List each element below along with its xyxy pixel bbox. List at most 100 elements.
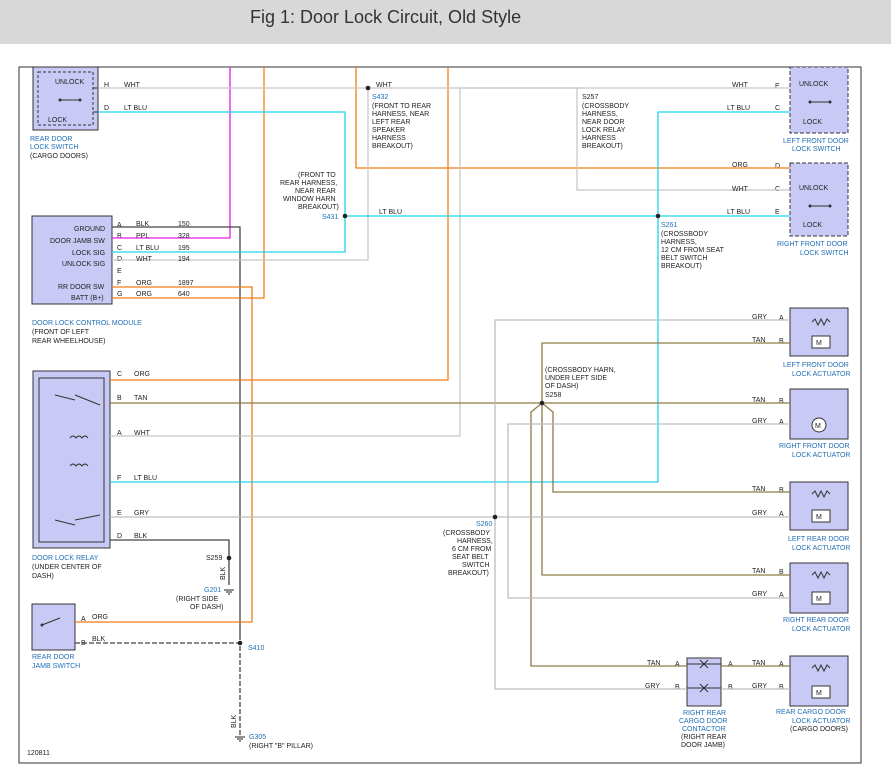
svg-text:HARNESS, NEAR: HARNESS, NEAR: [372, 111, 429, 118]
label-circuit-1897: 1897: [178, 280, 194, 287]
svg-text:BREAKOUT): BREAKOUT): [298, 204, 339, 211]
lr-act-pin-a: A: [779, 511, 784, 518]
rear-switch-pin-d: D: [104, 105, 109, 112]
figure-title: Fig 1: Door Lock Circuit, Old Style: [250, 7, 522, 27]
svg-text:WINDOW HARN: WINDOW HARN: [283, 196, 336, 203]
svg-text:HARNESS: HARNESS: [372, 135, 406, 142]
ground-g305-label: G305 (RIGHT "B" PILLAR): [249, 734, 313, 750]
module-pin-c: C: [117, 245, 122, 252]
cargo-act-note: (CARGO DOORS): [790, 726, 848, 733]
label-wht-lf: WHT: [732, 82, 749, 89]
label-org-jamb: ORG: [92, 614, 108, 621]
svg-text:(CROSSBODY: (CROSSBODY: [443, 530, 490, 537]
lf-switch-pin-e: E: [775, 83, 780, 90]
relay-pin-b: B: [117, 395, 122, 402]
label-ppl-328: PPL: [136, 233, 149, 240]
label-tan-rf: TAN: [752, 397, 765, 404]
contactor-name1: RIGHT REAR: [683, 710, 726, 717]
svg-text:12 CM FROM SEAT: 12 CM FROM SEAT: [661, 247, 725, 254]
svg-text:SWITCH: SWITCH: [462, 562, 490, 569]
svg-text:BREAKOUT): BREAKOUT): [661, 263, 702, 270]
rr-act-name1: RIGHT REAR DOOR: [783, 617, 849, 624]
door-lock-control-module: GROUND DOOR JAMB SW LOCK SIG UNLOCK SIG …: [31, 215, 142, 345]
contactor-name3: CONTACTOR: [682, 726, 726, 733]
svg-text:LOCK RELAY: LOCK RELAY: [582, 127, 626, 134]
rear-door-lock-switch: UNLOCK LOCK H D REAR DOOR LOCK SWITCH (C…: [30, 66, 109, 160]
svg-text:(RIGHT SIDE: (RIGHT SIDE: [176, 596, 219, 603]
label-wht-s432: WHT: [376, 82, 393, 89]
label-blk-jamb: BLK: [92, 636, 106, 643]
svg-text:HARNESS,: HARNESS,: [661, 239, 697, 246]
label-gry-cargo: GRY: [752, 683, 767, 690]
wire-gry-lf: [494, 319, 790, 517]
module-name: DOOR LOCK CONTROL MODULE: [32, 320, 142, 327]
ground-g201-label: G201 (RIGHT SIDE OF DASH): [176, 587, 223, 611]
svg-text:6 CM FROM: 6 CM FROM: [452, 546, 491, 553]
label-ltblu-relay-f: LT BLU: [134, 475, 157, 482]
s258-id: S258: [545, 392, 561, 399]
relay-pin-a: A: [117, 430, 122, 437]
g201-id: G201: [204, 587, 221, 594]
left-front-door-lock-switch: UNLOCK LOCK E C LEFT FRONT DOOR LOCK SWI…: [775, 66, 849, 153]
rr-act-pin-a: A: [779, 592, 784, 599]
label-ltblu-d: LT BLU: [124, 105, 147, 112]
splice-s260-label: S260 (CROSSBODY HARNESS, 6 CM FROM SEAT …: [443, 521, 493, 577]
lf-act-pin-a: A: [779, 315, 784, 322]
label-org-1897: ORG: [136, 280, 152, 287]
label-circuit-195: 195: [178, 245, 190, 252]
svg-text:(CROSSBODY: (CROSSBODY: [661, 231, 708, 238]
left-rear-lock-actuator: M B A LEFT REAR DOOR LOCK ACTUATOR: [779, 481, 850, 552]
label-blk-vertical-g305: BLK: [231, 714, 238, 728]
label-tan-relay-b: TAN: [134, 395, 147, 402]
module-row-lock: LOCK SIG: [72, 250, 105, 257]
contactor-note2: DOOR JAMB): [681, 742, 725, 749]
s258-dot: [539, 400, 545, 406]
label-ltblu-195: LT BLU: [136, 245, 159, 252]
svg-text:M: M: [816, 340, 822, 347]
rear-switch-pin-h: H: [104, 82, 109, 89]
lf-switch-name2: LOCK SWITCH: [792, 146, 841, 153]
rf-act-name1: RIGHT FRONT DOOR: [779, 443, 850, 450]
wire-wht-rf: [576, 88, 790, 191]
contactor-pin-left-a: A: [675, 661, 680, 668]
wire-blk-relay-d: [110, 539, 230, 585]
module-pin-a: A: [117, 222, 122, 229]
module-row-rrdoor: RR DOOR SW: [58, 284, 105, 291]
relay-note1: (UNDER CENTER OF: [32, 564, 102, 571]
label-org-640: ORG: [136, 291, 152, 298]
rr-act-pin-b: B: [779, 569, 784, 576]
label-wht-rf: WHT: [732, 186, 749, 193]
lf-switch-unlock: UNLOCK: [799, 81, 829, 88]
lf-switch-name1: LEFT FRONT DOOR: [783, 138, 849, 145]
label-gry-relay-e: GRY: [134, 510, 149, 517]
label-gry-rf: GRY: [752, 418, 767, 425]
lf-act-name2: LOCK ACTUATOR: [792, 371, 850, 378]
label-tan-contactor: TAN: [647, 660, 660, 667]
s260-id: S260: [476, 521, 492, 528]
s431-id: S431: [322, 214, 338, 221]
lf-switch-pin-c: C: [775, 105, 780, 112]
svg-text:NEAR DOOR: NEAR DOOR: [582, 119, 624, 126]
cargo-act-name2: LOCK ACTUATOR: [792, 718, 850, 725]
svg-text:OF DASH): OF DASH): [545, 383, 578, 390]
splice-dots: [226, 85, 661, 646]
splice-s261-label: S261 (CROSSBODY HARNESS, 12 CM FROM SEAT…: [661, 222, 725, 270]
lf-act-name1: LEFT FRONT DOOR: [783, 362, 849, 369]
wire-org-rf: [355, 67, 790, 169]
module-row-unlock: UNLOCK SIG: [62, 261, 105, 268]
lf-act-pin-b: B: [779, 338, 784, 345]
title-bar: Fig 1: Door Lock Circuit, Old Style: [0, 0, 891, 44]
s261-dot: [655, 213, 661, 219]
svg-text:M: M: [816, 596, 822, 603]
svg-text:NEAR REAR: NEAR REAR: [295, 188, 336, 195]
cargo-act-pin-b: B: [779, 684, 784, 691]
svg-text:(RIGHT "B" PILLAR): (RIGHT "B" PILLAR): [249, 743, 313, 750]
contactor-note1: (RIGHT REAR: [681, 734, 726, 741]
label-circuit-640: 640: [178, 291, 190, 298]
wire-tan-rr: [541, 403, 790, 576]
s261-id: S261: [661, 222, 677, 229]
wire-blk-jamb: [75, 642, 241, 735]
label-org-rf: ORG: [732, 162, 748, 169]
svg-text:M: M: [816, 690, 822, 697]
label-circuit-150: 150: [178, 221, 190, 228]
